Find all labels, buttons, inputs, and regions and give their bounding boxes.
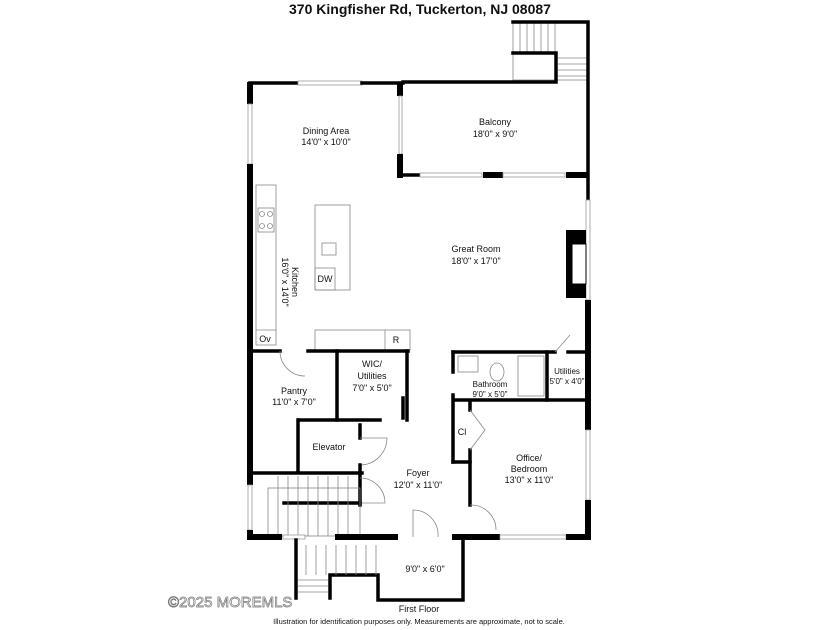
great-room-size: 18'0" x 17'0" bbox=[451, 256, 500, 266]
kitchen-size: 16'0" x 14'0" bbox=[280, 257, 290, 306]
utilities-name: Utilities bbox=[554, 367, 580, 376]
dishwasher-label: DW bbox=[318, 274, 333, 284]
dining-area-size: 14'0" x 10'0" bbox=[301, 137, 350, 147]
pantry-size: 11'0" x 7'0" bbox=[272, 397, 316, 407]
office-name-2: Bedroom bbox=[511, 464, 548, 474]
refrigerator-label: R bbox=[393, 335, 400, 345]
closet-name: Cl bbox=[458, 427, 467, 437]
toilet bbox=[489, 362, 505, 382]
bathroom-name: Bathroom bbox=[473, 380, 508, 389]
balcony-name: Balcony bbox=[479, 117, 512, 127]
oven-label: Ov bbox=[259, 334, 271, 344]
floor-label: First Floor bbox=[399, 604, 440, 614]
watermark: ©2025 MOREMLS bbox=[168, 594, 292, 611]
office-size: 13'0" x 11'0" bbox=[505, 475, 554, 485]
wic-name-1: WIC/ bbox=[362, 359, 382, 369]
pantry-name: Pantry bbox=[281, 386, 308, 396]
sink bbox=[321, 242, 337, 256]
bathtub bbox=[517, 355, 545, 397]
foyer-size: 12'0" x 11'0" bbox=[394, 480, 443, 490]
porch-size: 9'0" x 6'0" bbox=[405, 564, 444, 574]
property-address-title: 370 Kingfisher Rd, Tuckerton, NJ 08087 bbox=[289, 1, 551, 17]
utilities-size: 5'0" x 4'0" bbox=[550, 377, 585, 386]
walls bbox=[247, 20, 591, 602]
cooktop bbox=[257, 207, 275, 233]
room-labels: Dining Area 14'0" x 10'0" Balcony 18'0" … bbox=[259, 117, 584, 574]
dining-area-name: Dining Area bbox=[303, 126, 350, 136]
disclaimer: Illustration for identification purposes… bbox=[273, 617, 565, 626]
bathroom-size: 9'0" x 5'0" bbox=[473, 390, 508, 399]
foyer-name: Foyer bbox=[406, 468, 429, 478]
great-room-name: Great Room bbox=[451, 244, 500, 254]
office-name-1: Office/ bbox=[516, 453, 542, 463]
top-stairs bbox=[512, 21, 589, 81]
interior-stairs bbox=[267, 476, 361, 537]
kitchen-name: Kitchen bbox=[290, 267, 300, 297]
balcony-size: 18'0" x 9'0" bbox=[473, 129, 517, 139]
elevator-name: Elevator bbox=[312, 442, 345, 452]
wic-name-2: Utilities bbox=[357, 371, 387, 381]
porch-stairs bbox=[298, 545, 377, 593]
bath-sink bbox=[457, 355, 479, 373]
wic-size: 7'0" x 5'0" bbox=[352, 383, 391, 393]
